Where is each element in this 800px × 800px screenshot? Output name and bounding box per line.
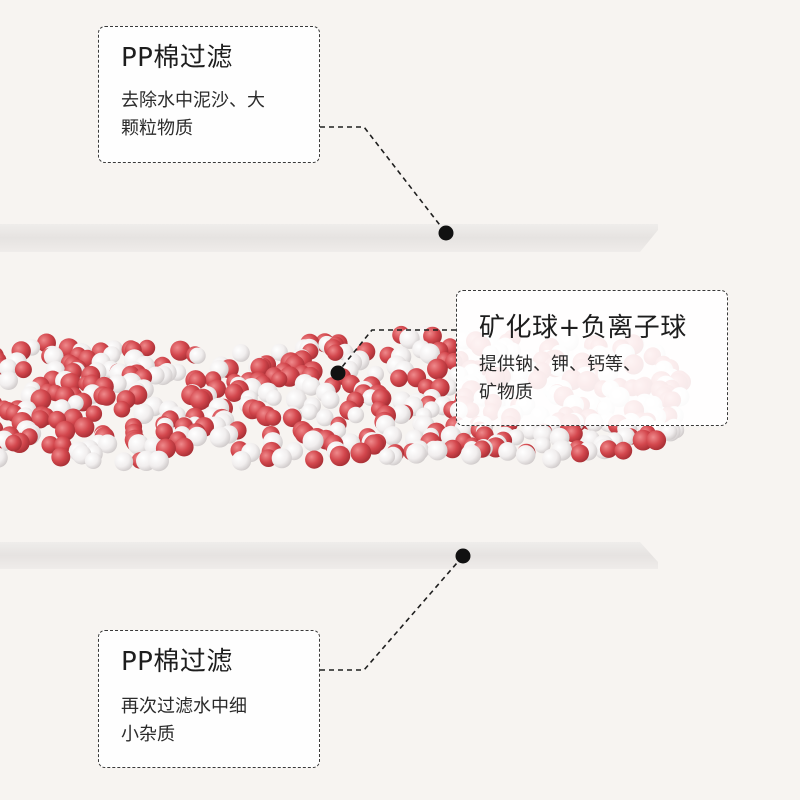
mineral-ball-white (187, 426, 207, 447)
mineral-ball-white (534, 436, 551, 454)
mineral-ball-white (232, 344, 250, 362)
callout-description: 再次过滤水中细 小杂质 (121, 693, 299, 749)
callout-description-line: 再次过滤水中细 (121, 696, 247, 717)
mineral-ball-red (55, 420, 76, 441)
callout-title: 矿化球+负离子球 (479, 313, 687, 343)
mineral-ball-red (599, 440, 618, 458)
mineral-ball-red (282, 408, 302, 428)
callout-description-line: 小杂质 (121, 724, 175, 745)
pp-cotton-layer-bottom (0, 542, 658, 569)
mineral-ball-red (155, 423, 173, 441)
mineral-ball-white (419, 343, 441, 364)
mineral-ball-red (74, 417, 95, 438)
mineral-ball-white (285, 389, 307, 410)
mineral-ball-red (443, 439, 462, 459)
mineral-ball-red (571, 444, 589, 463)
mineral-ball-red (265, 409, 282, 426)
mineral-ball-white (406, 443, 427, 464)
callout-description-line: 颗粒物质 (121, 118, 193, 139)
leader-line-middle (337, 329, 456, 373)
pp-cotton-layer-top (0, 224, 658, 252)
callout-description: 去除水中泥沙、大 颗粒物质 (121, 87, 299, 143)
marker-dot-top (438, 225, 454, 241)
mineral-ball-red (390, 369, 408, 388)
mineral-ball-red (170, 340, 191, 361)
marker-dot-middle (330, 365, 346, 381)
mineral-ball-red (97, 387, 116, 406)
mineral-ball-red (427, 358, 448, 380)
leader-line-top (320, 126, 447, 234)
mineral-ball-white (321, 390, 340, 409)
mineral-ball-red (329, 445, 351, 467)
mineral-ball-white (316, 408, 334, 427)
mineral-ball-white (498, 442, 517, 461)
callout-pp-cotton-top: PP棉过滤 去除水中泥沙、大 颗粒物质 (98, 26, 320, 163)
mineral-ball-white (515, 445, 536, 465)
callout-title: PP棉过滤 (121, 647, 233, 677)
mineral-ball-white (98, 434, 118, 454)
mineral-ball-white (133, 403, 154, 424)
mineral-ball-red (224, 383, 244, 402)
mineral-ball-white (271, 448, 292, 469)
mineral-ball-red (271, 371, 288, 388)
mineral-ball-white (460, 444, 482, 465)
mineral-ball-red (250, 357, 270, 377)
mineral-ball-red (138, 339, 156, 357)
mineral-ball-white (378, 448, 395, 465)
mineral-ball-white (189, 347, 206, 364)
mineral-ball-red (41, 436, 59, 454)
callout-pp-cotton-bottom: PP棉过滤 再次过滤水中细 小杂质 (98, 630, 320, 768)
mineral-ball-white (0, 448, 8, 468)
mineral-ball-red (30, 389, 52, 410)
mineral-ball-white (43, 346, 64, 367)
mineral-ball-white (114, 452, 134, 472)
mineral-ball-white (209, 426, 231, 448)
mineral-ball-white (0, 371, 18, 390)
mineral-ball-white (301, 377, 321, 396)
mineral-ball-white (148, 450, 169, 472)
mineral-ball-white (427, 440, 448, 461)
mineral-ball-white (265, 389, 282, 406)
mineral-ball-red (327, 344, 344, 361)
mineral-ball-red (305, 450, 324, 469)
mineral-ball-white (391, 404, 411, 425)
mineral-ball-white (542, 449, 562, 469)
leader-line-bottom (320, 555, 464, 671)
callout-title: PP棉过滤 (121, 43, 233, 73)
mineral-ball-red (51, 447, 71, 467)
mineral-ball-red (5, 434, 22, 452)
callout-description-line: 去除水中泥沙、大 (121, 90, 265, 111)
mineral-ball-red (646, 430, 667, 451)
mineral-ball-red (30, 410, 50, 429)
mineral-ball-red (14, 361, 32, 379)
marker-dot-bottom (455, 548, 471, 564)
callout-description: 提供钠、钾、钙等、 矿物质 (479, 351, 709, 407)
mineral-ball-red (85, 405, 103, 422)
mineral-ball-white (231, 451, 252, 471)
mineral-ball-red (174, 437, 194, 457)
mineral-ball-red (189, 389, 211, 411)
mineral-ball-white (128, 434, 149, 455)
mineral-ball-white (84, 452, 102, 470)
mineral-ball-white (301, 403, 318, 421)
mineral-ball-white (302, 430, 324, 452)
callout-mineral-balls: 矿化球+负离子球 提供钠、钾、钙等、 矿物质 (456, 290, 728, 426)
mineral-ball-white (382, 426, 403, 446)
callout-description-line: 提供钠、钾、钙等、 (479, 354, 641, 375)
mineral-ball-white (67, 395, 84, 412)
mineral-ball-red (350, 442, 372, 464)
mineral-ball-red (423, 326, 442, 346)
mineral-ball-white (347, 406, 365, 424)
callout-description-line: 矿物质 (479, 382, 533, 403)
mineral-ball-red (113, 400, 131, 418)
mineral-ball-red (614, 441, 633, 460)
